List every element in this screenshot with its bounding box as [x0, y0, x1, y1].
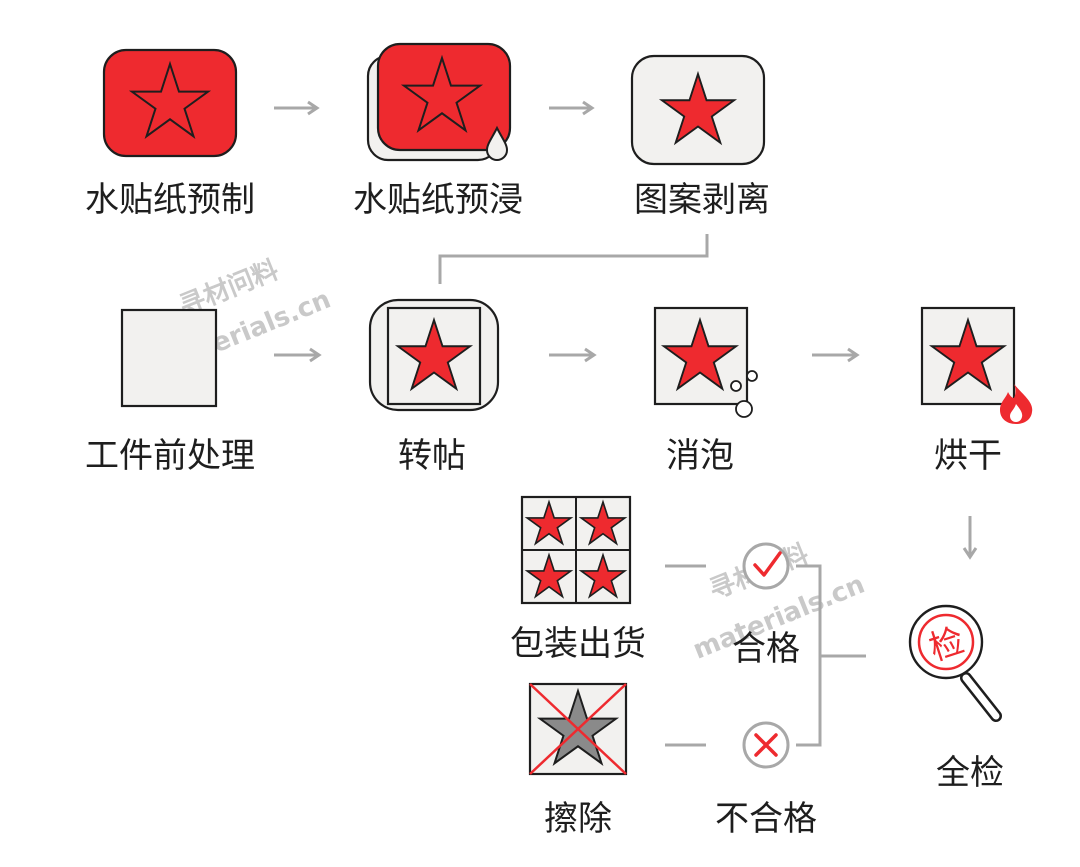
step-label: 转帖 [398, 436, 466, 476]
step-pattern-peel: 图案剥离 [630, 54, 770, 220]
step-label: 包装出货 [510, 624, 646, 664]
decision-label: 合格 [732, 629, 800, 669]
arrow-4 [549, 347, 597, 363]
step-label: 水贴纸预制 [85, 180, 255, 220]
check-icon [742, 542, 790, 590]
magnifier-icon: 检 [908, 604, 1002, 722]
step-pack: 包装出货 [510, 497, 646, 664]
step-label: 擦除 [544, 799, 612, 839]
step-decal-soak: 水贴纸预浸 [353, 44, 523, 220]
step-transfer: 转帖 [368, 298, 500, 476]
arrow-down [962, 516, 978, 560]
step-label: 全检 [936, 753, 1004, 793]
decal-tile [376, 42, 512, 152]
step-label: 烘干 [934, 436, 1002, 476]
water-drop-icon [485, 125, 509, 162]
step-erase: 擦除 [530, 684, 626, 839]
workpiece-icon [120, 308, 218, 408]
step-pretreat: 工件前处理 [85, 308, 255, 476]
step-label: 水贴纸预浸 [353, 180, 523, 220]
bubbles-icon [730, 370, 758, 418]
step-dry: 烘干 [922, 308, 1033, 476]
decision-pass: 合格 [732, 542, 800, 669]
step-decal-prep: 水贴纸预制 [85, 50, 255, 220]
step-label: 消泡 [666, 436, 734, 476]
decal-tile [102, 48, 238, 158]
step-inspect: 检 全检 [908, 604, 1004, 793]
arrow-3 [274, 347, 322, 363]
flame-icon [1000, 384, 1033, 424]
connectors [274, 100, 978, 747]
decision-fail: 不合格 [715, 721, 817, 839]
step-defoam: 消泡 [655, 308, 758, 476]
arrow-1 [274, 100, 320, 116]
arrow-2 [549, 100, 595, 116]
step-label: 图案剥离 [634, 180, 770, 220]
peel-to-transfer-connector [438, 234, 709, 284]
step-label: 工件前处理 [85, 436, 255, 476]
decision-label: 不合格 [715, 799, 817, 839]
arrow-5 [812, 347, 860, 363]
